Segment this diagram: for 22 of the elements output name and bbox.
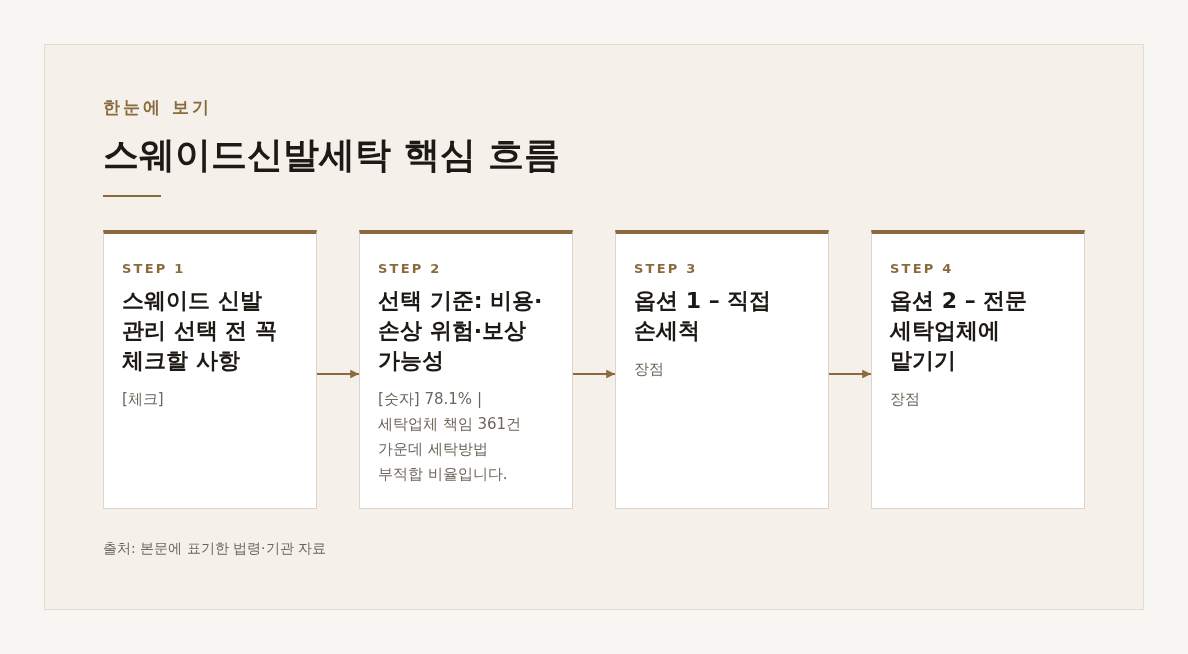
card-text: 장점 (890, 389, 921, 410)
card-text: 장점 (634, 359, 665, 380)
step-label: STEP 4 (890, 261, 954, 277)
title: 스웨이드신발세탁 핵심 흐름 (103, 133, 561, 177)
card-heading: 옵션 2 – 전문 세탁업체에 맡기기 (890, 287, 1029, 375)
card-heading: 스웨이드 신발 관리 선택 전 꼭 체크할 사항 (122, 287, 278, 375)
arrow (317, 369, 359, 379)
step-card (359, 230, 573, 509)
source-note: 출처: 본문에 표기한 법령·기관 자료 (103, 539, 326, 558)
card-heading: 옵션 1 – 직접 손세척 (634, 287, 773, 345)
card-text: [숫자] 78.1% | 세탁업체 책임 361건 가운데 세탁방법 부적합 비율입니다. (378, 389, 523, 485)
eyebrow-label: 한눈에 보기 (103, 96, 212, 119)
arrow (829, 369, 871, 379)
step-label: STEP 1 (122, 261, 186, 277)
step-label: STEP 3 (634, 261, 698, 277)
card-heading: 선택 기준: 비용·손상 위험·보상 가능성 (378, 287, 544, 375)
card-text: [체크] (122, 389, 165, 410)
arrow (573, 369, 615, 379)
step-card (103, 230, 317, 509)
step-card (871, 230, 1085, 509)
step-label: STEP 2 (378, 261, 442, 277)
step-card (615, 230, 829, 509)
